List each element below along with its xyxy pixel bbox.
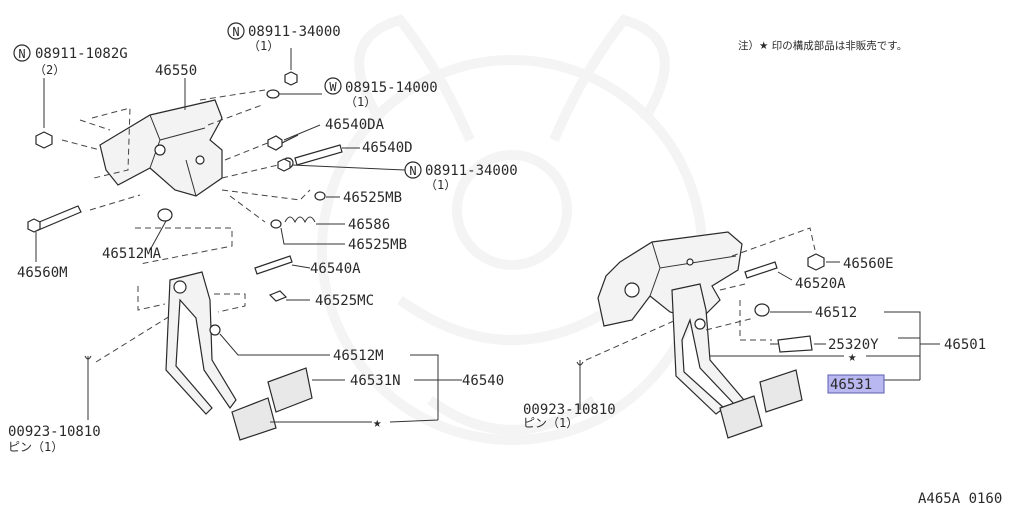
label-00923-10810-left[interactable]: 00923-10810 <box>8 424 101 440</box>
clutch-pedal-arm <box>165 271 237 415</box>
circled-n-mid: N <box>404 161 422 179</box>
label-46550[interactable]: 46550 <box>155 63 197 79</box>
label-46525mb-b[interactable]: 46525MB <box>348 237 407 253</box>
label-08911-34000-mid-qty: （1） <box>425 178 456 192</box>
label-46560m[interactable]: 46560M <box>17 265 68 281</box>
label-46512[interactable]: 46512 <box>815 305 857 321</box>
label-08911-34000-mid[interactable]: 08911-34000 <box>425 163 518 179</box>
label-46525mc[interactable]: 46525MC <box>315 293 374 309</box>
circled-n-left: N <box>13 44 31 62</box>
label-46525mb-a[interactable]: 46525MB <box>343 190 402 206</box>
star-mark-left: ★ <box>373 415 382 431</box>
circle-w-symbol: W <box>329 80 337 94</box>
circle-n-symbol: N <box>232 25 239 39</box>
label-46512m[interactable]: 46512M <box>333 348 384 364</box>
label-46586[interactable]: 46586 <box>348 217 390 233</box>
label-46540d[interactable]: 46540D <box>362 140 413 156</box>
circle-n-symbol: N <box>18 47 25 61</box>
label-46540[interactable]: 46540 <box>462 373 504 389</box>
pedal-pad-46531n <box>267 367 313 413</box>
label-00923-10810-right[interactable]: 00923-10810 <box>523 402 616 418</box>
label-46540a[interactable]: 46540A <box>310 261 361 277</box>
right-pedal-assembly <box>576 227 940 439</box>
label-46540da[interactable]: 46540DA <box>325 117 385 133</box>
label-46531[interactable]: 46531 <box>830 377 872 393</box>
label-08911-1082g[interactable]: 08911-1082G <box>35 46 128 62</box>
label-08911-34000-top[interactable]: 08911-34000 <box>248 24 341 40</box>
circle-n-symbol: N <box>409 164 416 178</box>
label-pin-qty-left: ピン（1） <box>8 440 63 454</box>
figure-code: A465A 0160 <box>918 491 1002 507</box>
label-08915-14000-qty: （1） <box>345 95 376 109</box>
circled-n-top: N <box>227 22 245 40</box>
label-46501[interactable]: 46501 <box>944 337 986 353</box>
label-46531n[interactable]: 46531N <box>350 373 401 389</box>
label-46512ma[interactable]: 46512MA <box>102 246 162 262</box>
brake-pedal-arm <box>671 283 745 415</box>
highlight-46531 <box>827 374 885 394</box>
pedal-pad-46531 <box>759 369 803 413</box>
circled-w: W <box>324 77 342 95</box>
nut-08911-1082g <box>35 131 53 149</box>
left-pedal-assembly <box>27 48 462 441</box>
label-08911-1082g-qty: （2） <box>34 63 65 77</box>
note-non-sale-parts: 注）★ 印の構成部品は非販売です。 <box>738 39 907 52</box>
label-46560e[interactable]: 46560E <box>843 256 894 272</box>
label-46520a[interactable]: 46520A <box>795 276 846 292</box>
brake-bracket-shape <box>597 231 743 327</box>
star-mark-right: ★ <box>848 349 857 365</box>
label-25320y[interactable]: 25320Y <box>828 337 879 353</box>
label-08915-14000[interactable]: 08915-14000 <box>345 80 438 96</box>
label-08911-34000-top-qty: （1） <box>248 39 279 53</box>
label-pin-qty-right: ピン（1） <box>523 416 578 430</box>
